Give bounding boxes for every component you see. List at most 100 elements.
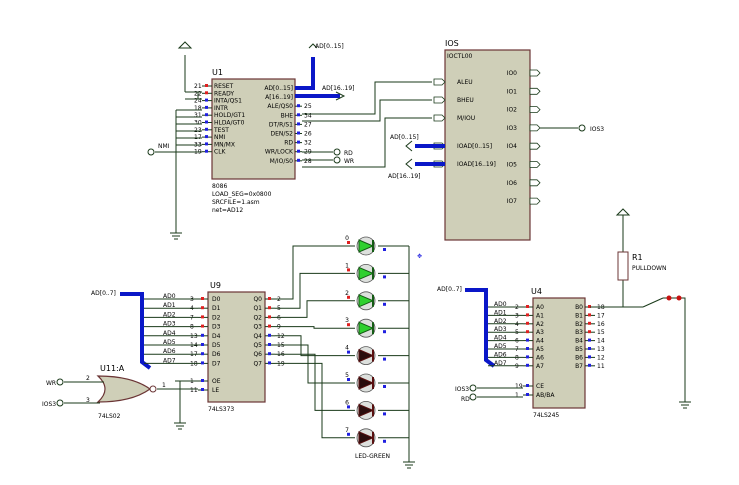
u4-pin-state	[588, 363, 591, 367]
led-5-diode-icon	[358, 376, 375, 390]
u4-part: 74LS245	[533, 412, 559, 419]
u1-left-pin-num: 24	[194, 98, 202, 105]
ios-right-pin-marker	[529, 106, 541, 113]
switch-contact-b[interactable]	[676, 295, 682, 301]
rd-u4-terminal[interactable]	[469, 393, 477, 401]
ios3-u4-terminal[interactable]	[469, 384, 477, 392]
u9-left-pin-label: LE	[212, 387, 219, 394]
u1-left-pin-num: 23	[194, 127, 202, 134]
net-ad015-top: AD[0..15]	[315, 43, 344, 50]
u1-right-pin-label: AD[0..15]	[264, 85, 293, 92]
led-4-diode-icon	[358, 348, 375, 363]
u9-right-pin-label: Q5	[253, 342, 262, 349]
u1-pin-state	[205, 120, 208, 124]
ios-chip[interactable]: IOS IOCTL00 ALEUBHEUM/IOUIOAD[0..15]IOAD…	[433, 39, 541, 241]
rd-terminal[interactable]	[333, 148, 341, 156]
u4-pin-state	[526, 338, 529, 342]
u1-left-pin-label: CLK	[214, 149, 227, 156]
u9-ad-label: AD7	[163, 357, 176, 364]
ios-right-pin-label: IO3	[507, 125, 517, 132]
u4-left-pin-label: A1	[536, 312, 544, 319]
u1-left-pin-label: RESET	[214, 83, 234, 90]
u1-pin-state	[205, 98, 208, 102]
switch-ground	[679, 401, 691, 409]
led-7-diode-icon	[358, 431, 375, 445]
u4-right-pin-num: 11	[597, 363, 605, 370]
u4-right-pin-label: B0	[575, 304, 583, 311]
u1-pin-state	[205, 113, 208, 117]
u1-nmi-terminal[interactable]	[147, 148, 155, 156]
u4-left-pin-label: A5	[536, 346, 544, 353]
u4-left-pin-label: A7	[536, 363, 544, 370]
u1-pin-state	[297, 140, 300, 144]
u1-right-pin-label: DT/R/S1	[269, 121, 293, 128]
led-label: 7	[345, 427, 349, 434]
u9-ad-bus	[120, 292, 152, 370]
ios3-left-terminal[interactable]	[56, 399, 64, 407]
u4-ad-label: AD0	[494, 301, 507, 308]
u1-ground-wire	[175, 109, 202, 233]
u9-right-pin-label: Q6	[253, 351, 262, 358]
ios-ref: IOS	[445, 39, 459, 48]
u4-ad-label: AD4	[494, 335, 507, 342]
u1-chip[interactable]: U1 RESET21READY22INTA/QS124INTR18HOLD/GT…	[194, 68, 312, 214]
ios-right-pin-label: IO5	[507, 162, 517, 169]
ios-ad015-arrow	[405, 140, 413, 152]
u9-pin-state	[201, 297, 204, 300]
u1-a16-bus-arrow	[335, 91, 346, 101]
u4-right-pin-label: B7	[575, 363, 583, 370]
ios-sub: IOCTL00	[447, 53, 473, 60]
switch-contact-a[interactable]	[666, 295, 672, 301]
u11-pin-out: 1	[162, 382, 166, 389]
led-pin-state	[383, 357, 386, 361]
net-ios3-u4: IOS3	[455, 386, 469, 393]
ios-left-pin-label: IOAD[16..19]	[457, 161, 496, 168]
net-wr: WR	[344, 158, 354, 165]
led-pin-state	[347, 268, 350, 272]
u4-right-pin-num: 15	[597, 329, 605, 336]
led-label: 5	[345, 372, 349, 379]
u1-right-pin-label: DEN/S2	[270, 131, 293, 138]
u9-left-pin-label: D3	[212, 324, 221, 331]
u4-pin-state	[588, 338, 591, 342]
u4-left-pin-label: AB/BA	[536, 392, 555, 399]
u4-right-pin-label: B5	[575, 346, 583, 353]
wr-terminal[interactable]	[333, 156, 341, 164]
ios-right-pin-label: IO4	[507, 143, 517, 150]
u11-gate[interactable]: U11:A 74LS02 2 3 1	[86, 364, 166, 420]
u9-part: 74LS373	[208, 406, 234, 413]
ios3-terminal[interactable]	[578, 124, 586, 132]
u9-left-pin-num: 11	[190, 387, 198, 394]
u1-pin-state	[297, 158, 300, 162]
u1-pin-state	[205, 84, 208, 87]
u4-pin-state	[588, 313, 591, 317]
u4-pin-state	[526, 347, 529, 350]
u1-pin-state	[297, 149, 300, 153]
u9-ad-label: AD4	[163, 330, 176, 337]
u9-pin-state	[201, 324, 204, 328]
u4-pin-state	[588, 305, 591, 308]
u11-ref: U11:A	[100, 364, 125, 373]
wire-ale	[302, 81, 432, 115]
u4-right-pin-label: B1	[575, 312, 583, 319]
net-rd: RD	[344, 150, 353, 157]
u4-pin-state	[588, 330, 591, 334]
u9-left-pin-label: D5	[212, 342, 221, 349]
u1-pin-state	[205, 91, 208, 95]
r1-resistor[interactable]	[617, 251, 629, 281]
net-ios-ad1619: AD[16..19]	[388, 173, 421, 180]
led-pin-state	[347, 378, 350, 381]
wr-left-terminal[interactable]	[56, 378, 64, 386]
u9-right-pin-label: Q2	[253, 314, 262, 321]
u1-pin-state	[205, 149, 208, 153]
u4-pin-state	[526, 321, 529, 325]
led-label: 0	[345, 235, 349, 242]
ios-right-pin-marker	[529, 124, 541, 132]
u1-pin-state	[297, 113, 300, 117]
led-wire	[275, 353, 355, 411]
u9-ad-label: AD0	[163, 293, 176, 300]
r1-power-terminal	[615, 208, 631, 216]
